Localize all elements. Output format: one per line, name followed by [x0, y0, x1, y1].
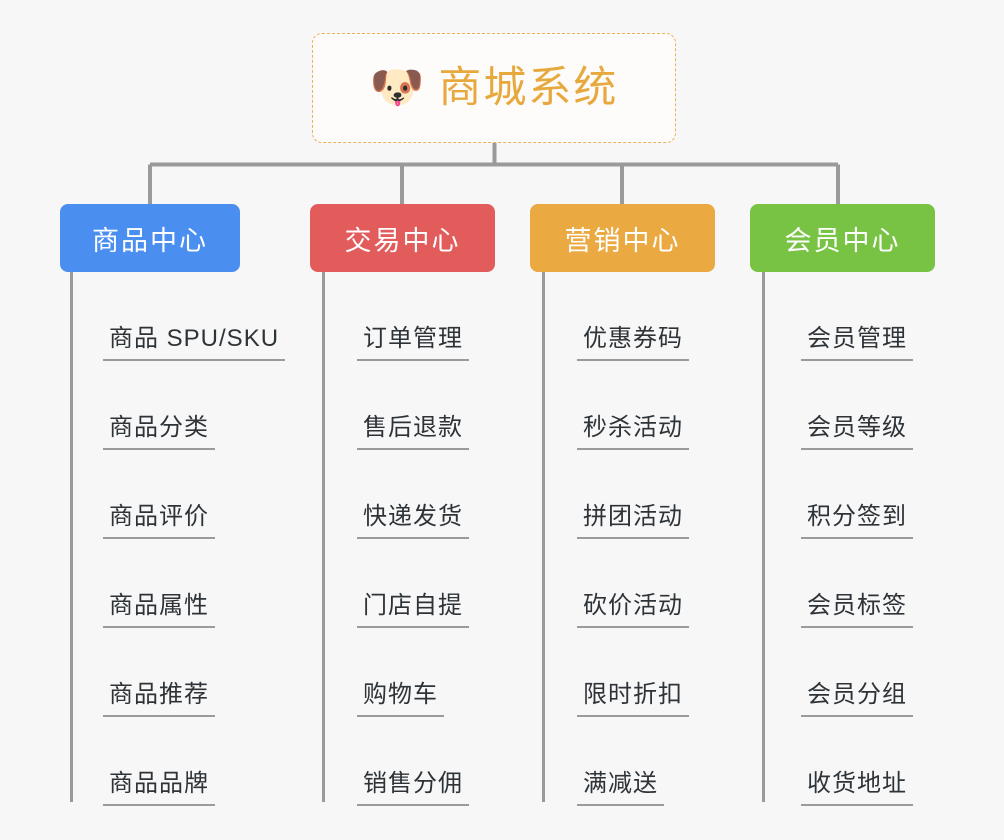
- branch-column-0: 商品中心 商品 SPU/SKU 商品分类 商品评价 商品属性 商品推荐 商品品牌: [60, 204, 310, 806]
- leaf-item[interactable]: 优惠券码: [541, 272, 750, 361]
- branch-header-label-1: 交易中心: [344, 225, 461, 256]
- leaf-item[interactable]: 砍价活动: [541, 539, 750, 628]
- leaf-item[interactable]: 拼团活动: [541, 450, 750, 539]
- branch-header-3[interactable]: 会员中心: [750, 204, 935, 272]
- leaf-label: 砍价活动: [577, 592, 689, 628]
- leaf-list-0: 商品 SPU/SKU 商品分类 商品评价 商品属性 商品推荐 商品品牌: [60, 272, 310, 806]
- shiba-dog-face-icon: 🐶: [369, 63, 425, 112]
- leaf-item[interactable]: 积分签到: [761, 450, 970, 539]
- leaf-label: 商品评价: [103, 503, 215, 539]
- leaf-label: 收货地址: [801, 770, 913, 806]
- branch-header-2[interactable]: 营销中心: [530, 204, 715, 272]
- branch-header-label-2: 营销中心: [564, 225, 681, 256]
- leaf-label: 会员管理: [801, 325, 913, 361]
- leaf-label: 商品 SPU/SKU: [103, 325, 286, 361]
- leaf-item[interactable]: 快递发货: [321, 450, 530, 539]
- root-title: 商城系统: [438, 63, 619, 112]
- leaf-label: 会员分组: [801, 681, 913, 717]
- leaf-item[interactable]: 秒杀活动: [541, 361, 750, 450]
- branch-header-label-0: 商品中心: [92, 225, 208, 256]
- leaf-item[interactable]: 会员分组: [761, 628, 970, 717]
- leaf-item[interactable]: 收货地址: [761, 717, 970, 806]
- leaf-list-1: 订单管理 售后退款 快递发货 门店自提 购物车 销售分佣: [310, 272, 530, 806]
- leaf-label: 限时折扣: [577, 681, 689, 717]
- leaf-label: 优惠券码: [577, 325, 689, 361]
- leaf-label: 积分签到: [801, 503, 913, 539]
- leaf-item[interactable]: 商品 SPU/SKU: [71, 272, 310, 361]
- leaf-label: 销售分佣: [357, 770, 469, 806]
- leaf-item[interactable]: 门店自提: [321, 539, 530, 628]
- leaf-label: 拼团活动: [577, 503, 689, 539]
- leaf-label: 快递发货: [357, 503, 469, 539]
- leaf-item[interactable]: 商品推荐: [71, 628, 310, 717]
- branch-header-0[interactable]: 商品中心: [60, 204, 240, 272]
- leaf-list-2: 优惠券码 秒杀活动 拼团活动 砍价活动 限时折扣 满减送: [530, 272, 750, 806]
- leaf-label: 满减送: [577, 770, 664, 806]
- branch-trunk-2: [542, 272, 545, 802]
- leaf-item[interactable]: 商品品牌: [71, 717, 310, 806]
- leaf-label: 秒杀活动: [577, 414, 689, 450]
- leaf-item[interactable]: 销售分佣: [321, 717, 530, 806]
- branch-trunk-3: [762, 272, 765, 802]
- leaf-list-3: 会员管理 会员等级 积分签到 会员标签 会员分组 收货地址: [750, 272, 970, 806]
- leaf-item[interactable]: 订单管理: [321, 272, 530, 361]
- root-node[interactable]: 🐶 商城系统: [312, 33, 676, 143]
- leaf-label: 会员等级: [801, 414, 913, 450]
- leaf-item[interactable]: 商品分类: [71, 361, 310, 450]
- leaf-item[interactable]: 会员管理: [761, 272, 970, 361]
- branch-column-3: 会员中心 会员管理 会员等级 积分签到 会员标签 会员分组 收货地址: [750, 204, 970, 806]
- leaf-label: 门店自提: [357, 592, 469, 628]
- leaf-label: 商品分类: [103, 414, 215, 450]
- leaf-label: 售后退款: [357, 414, 469, 450]
- leaf-item[interactable]: 限时折扣: [541, 628, 750, 717]
- leaf-label: 会员标签: [801, 592, 913, 628]
- leaf-item[interactable]: 会员标签: [761, 539, 970, 628]
- leaf-item[interactable]: 购物车: [321, 628, 530, 717]
- leaf-item[interactable]: 满减送: [541, 717, 750, 806]
- leaf-item[interactable]: 商品评价: [71, 450, 310, 539]
- branch-header-label-3: 会员中心: [784, 225, 901, 256]
- branch-header-1[interactable]: 交易中心: [310, 204, 495, 272]
- leaf-item[interactable]: 商品属性: [71, 539, 310, 628]
- branch-column-2: 营销中心 优惠券码 秒杀活动 拼团活动 砍价活动 限时折扣 满减送: [530, 204, 750, 806]
- leaf-label: 商品属性: [103, 592, 215, 628]
- branch-column-1: 交易中心 订单管理 售后退款 快递发货 门店自提 购物车 销售分佣: [310, 204, 530, 806]
- leaf-label: 订单管理: [357, 325, 469, 361]
- leaf-item[interactable]: 售后退款: [321, 361, 530, 450]
- leaf-label: 商品推荐: [103, 681, 215, 717]
- leaf-label: 购物车: [357, 681, 444, 717]
- branch-trunk-1: [322, 272, 325, 802]
- branch-trunk-0: [70, 272, 73, 802]
- leaf-item[interactable]: 会员等级: [761, 361, 970, 450]
- leaf-label: 商品品牌: [103, 770, 215, 806]
